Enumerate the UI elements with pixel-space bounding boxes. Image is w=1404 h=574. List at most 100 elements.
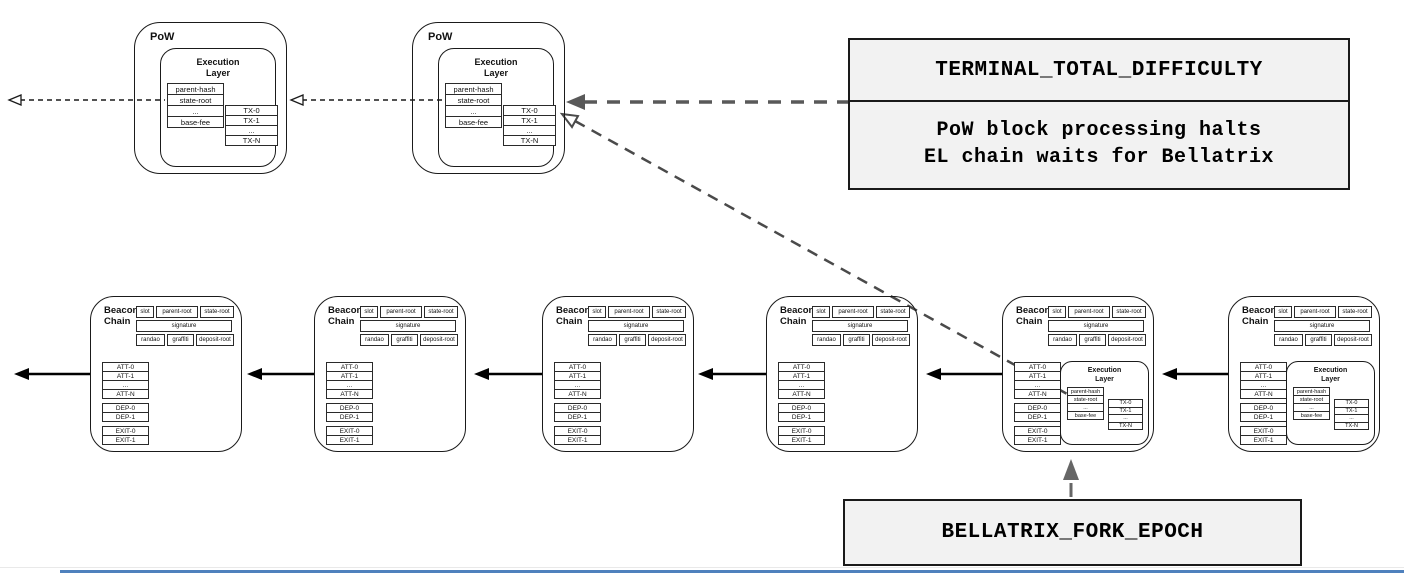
- deposits-group: DEP-0 DEP-1: [102, 403, 149, 422]
- exit-1: EXIT-1: [778, 435, 825, 445]
- execution-layer-label: Execution Layer: [1061, 367, 1148, 384]
- field-randao: randao: [1274, 334, 1303, 346]
- execution-layer-label-line2: Layer: [1095, 375, 1114, 383]
- execution-layer-label-line1: Execution: [474, 57, 518, 67]
- beacon-block-2: Beacon Chain slot parent-root state-root…: [314, 296, 466, 452]
- field-signature: signature: [136, 320, 232, 332]
- beacon-operations: ATT-0 ATT-1 ... ATT-N DEP-0 DEP-1 EXIT-0…: [102, 362, 149, 450]
- beacon-header: slot parent-root state-root signature ra…: [136, 306, 234, 348]
- beacon-operations: ATT-0 ATT-1 ... ATT-N DEP-0 DEP-1 EXIT-0…: [778, 362, 825, 450]
- field-signature: signature: [360, 320, 456, 332]
- field-randao: randao: [588, 334, 617, 346]
- exits-group: EXIT-0 EXIT-1: [102, 426, 149, 445]
- beacon-chain-label: Beacon Chain: [104, 305, 138, 327]
- field-slot: slot: [812, 306, 830, 318]
- tx-n: TX-N: [225, 135, 278, 146]
- att-n: ATT-N: [554, 389, 601, 399]
- el-header-fields: parent-hash state-root ... base-fee: [167, 83, 224, 128]
- field-parent-hash: parent-hash: [167, 83, 224, 95]
- field-slot: slot: [1274, 306, 1292, 318]
- el-embedding-link-arrow: [559, 112, 1079, 402]
- field-signature: signature: [588, 320, 684, 332]
- beacon-chain-label-line1: Beacon: [1242, 305, 1277, 316]
- attestations-group: ATT-0 ATT-1 ... ATT-N: [1240, 362, 1287, 399]
- beacon-chain-label-line1: Beacon: [104, 305, 139, 316]
- field-signature: signature: [812, 320, 908, 332]
- field-parent-root: parent-root: [832, 306, 874, 318]
- field-parent-root: parent-root: [1068, 306, 1110, 318]
- beacon-chain-label-line2: Chain: [556, 316, 583, 327]
- beacon-operations: ATT-0 ATT-1 ... ATT-N DEP-0 DEP-1 EXIT-0…: [1240, 362, 1287, 450]
- attestations-group: ATT-0 ATT-1 ... ATT-N: [326, 362, 373, 399]
- beacon-chain-label: Beacon Chain: [556, 305, 590, 327]
- beacon-chain-label-line2: Chain: [328, 316, 355, 327]
- pow-chain-link-arrow: [289, 94, 443, 106]
- att-n: ATT-N: [1240, 389, 1287, 399]
- field-graffiti: graffiti: [1079, 334, 1106, 346]
- beacon-header: slot parent-root state-root signature ra…: [1274, 306, 1372, 348]
- attestations-group: ATT-0 ATT-1 ... ATT-N: [1014, 362, 1061, 399]
- execution-layer-label-line1: Execution: [196, 57, 240, 67]
- beacon-operations: ATT-0 ATT-1 ... ATT-N DEP-0 DEP-1 EXIT-0…: [554, 362, 601, 450]
- beacon-block-5-merge: Beacon Chain slot parent-root state-root…: [1002, 296, 1154, 452]
- bellatrix-callout-title: BELLATRIX_FORK_EPOCH: [941, 521, 1204, 544]
- field-signature: signature: [1048, 320, 1144, 332]
- dep-1: DEP-1: [326, 412, 373, 422]
- field-parent-root: parent-root: [156, 306, 198, 318]
- beacon-chain-label-line1: Beacon: [780, 305, 815, 316]
- attestations-group: ATT-0 ATT-1 ... ATT-N: [102, 362, 149, 399]
- pow-label: PoW: [150, 31, 175, 43]
- beacon-chain-label-line2: Chain: [780, 316, 807, 327]
- dep-1: DEP-1: [778, 412, 825, 422]
- embedded-execution-layer-box: Execution Layer parent-hash state-root .…: [1060, 361, 1149, 445]
- beacon-chain-label-line1: Beacon: [556, 305, 591, 316]
- field-state-root: state-root: [652, 306, 686, 318]
- dep-1: DEP-1: [554, 412, 601, 422]
- bottom-divider-line: [0, 567, 1404, 568]
- field-slot: slot: [588, 306, 606, 318]
- field-graffiti: graffiti: [167, 334, 194, 346]
- beacon-chain-label: Beacon Chain: [1016, 305, 1050, 327]
- exit-1: EXIT-1: [554, 435, 601, 445]
- field-base-fee: base-fee: [445, 116, 502, 128]
- beacon-chain-label-line1: Beacon: [328, 305, 363, 316]
- dep-1: DEP-1: [102, 412, 149, 422]
- beacon-chain-label: Beacon Chain: [328, 305, 362, 327]
- att-n: ATT-N: [778, 389, 825, 399]
- execution-layer-box: Execution Layer parent-hash state-root .…: [160, 48, 278, 167]
- field-deposit-root: deposit-root: [1334, 334, 1372, 346]
- execution-layer-label-line1: Execution: [1087, 367, 1122, 374]
- beacon-operations: ATT-0 ATT-1 ... ATT-N DEP-0 DEP-1 EXIT-0…: [1014, 362, 1061, 450]
- field-deposit-root: deposit-root: [872, 334, 910, 346]
- pow-label: PoW: [428, 31, 453, 43]
- beacon-chain-label-line1: Beacon: [1016, 305, 1051, 316]
- deposits-group: DEP-0 DEP-1: [778, 403, 825, 422]
- field-state-root: state-root: [1338, 306, 1372, 318]
- el-transactions: TX-0 TX-1 ... TX-N: [1334, 399, 1369, 430]
- execution-layer-label-line2: Layer: [483, 67, 509, 78]
- el-header-fields: parent-hash state-root ... base-fee: [1293, 387, 1330, 420]
- field-parent-root: parent-root: [380, 306, 422, 318]
- exits-group: EXIT-0 EXIT-1: [554, 426, 601, 445]
- execution-layer-label: Execution Layer: [161, 57, 275, 78]
- ttd-callout-arrow: [566, 94, 848, 110]
- field-state-root: state-root: [200, 306, 234, 318]
- beacon-chain-label: Beacon Chain: [1242, 305, 1276, 327]
- exit-1: EXIT-1: [102, 435, 149, 445]
- exits-group: EXIT-0 EXIT-1: [778, 426, 825, 445]
- field-deposit-root: deposit-root: [196, 334, 234, 346]
- deposits-group: DEP-0 DEP-1: [1014, 403, 1061, 422]
- exits-group: EXIT-0 EXIT-1: [1014, 426, 1061, 445]
- beacon-header: slot parent-root state-root signature ra…: [1048, 306, 1146, 348]
- attestations-group: ATT-0 ATT-1 ... ATT-N: [554, 362, 601, 399]
- el-transactions: TX-0 TX-1 ... TX-N: [225, 105, 278, 146]
- beacon-chain-label-line2: Chain: [104, 316, 131, 327]
- field-slot: slot: [1048, 306, 1066, 318]
- ttd-body-line1: PoW block processing halts: [936, 119, 1262, 142]
- exit-1: EXIT-1: [1240, 435, 1287, 445]
- dep-1: DEP-1: [1240, 412, 1287, 422]
- field-graffiti: graffiti: [1305, 334, 1332, 346]
- el-transactions: TX-0 TX-1 ... TX-N: [503, 105, 556, 146]
- ttd-body-line2: EL chain waits for Bellatrix: [923, 146, 1275, 169]
- execution-layer-label-line1: Execution: [1313, 367, 1348, 374]
